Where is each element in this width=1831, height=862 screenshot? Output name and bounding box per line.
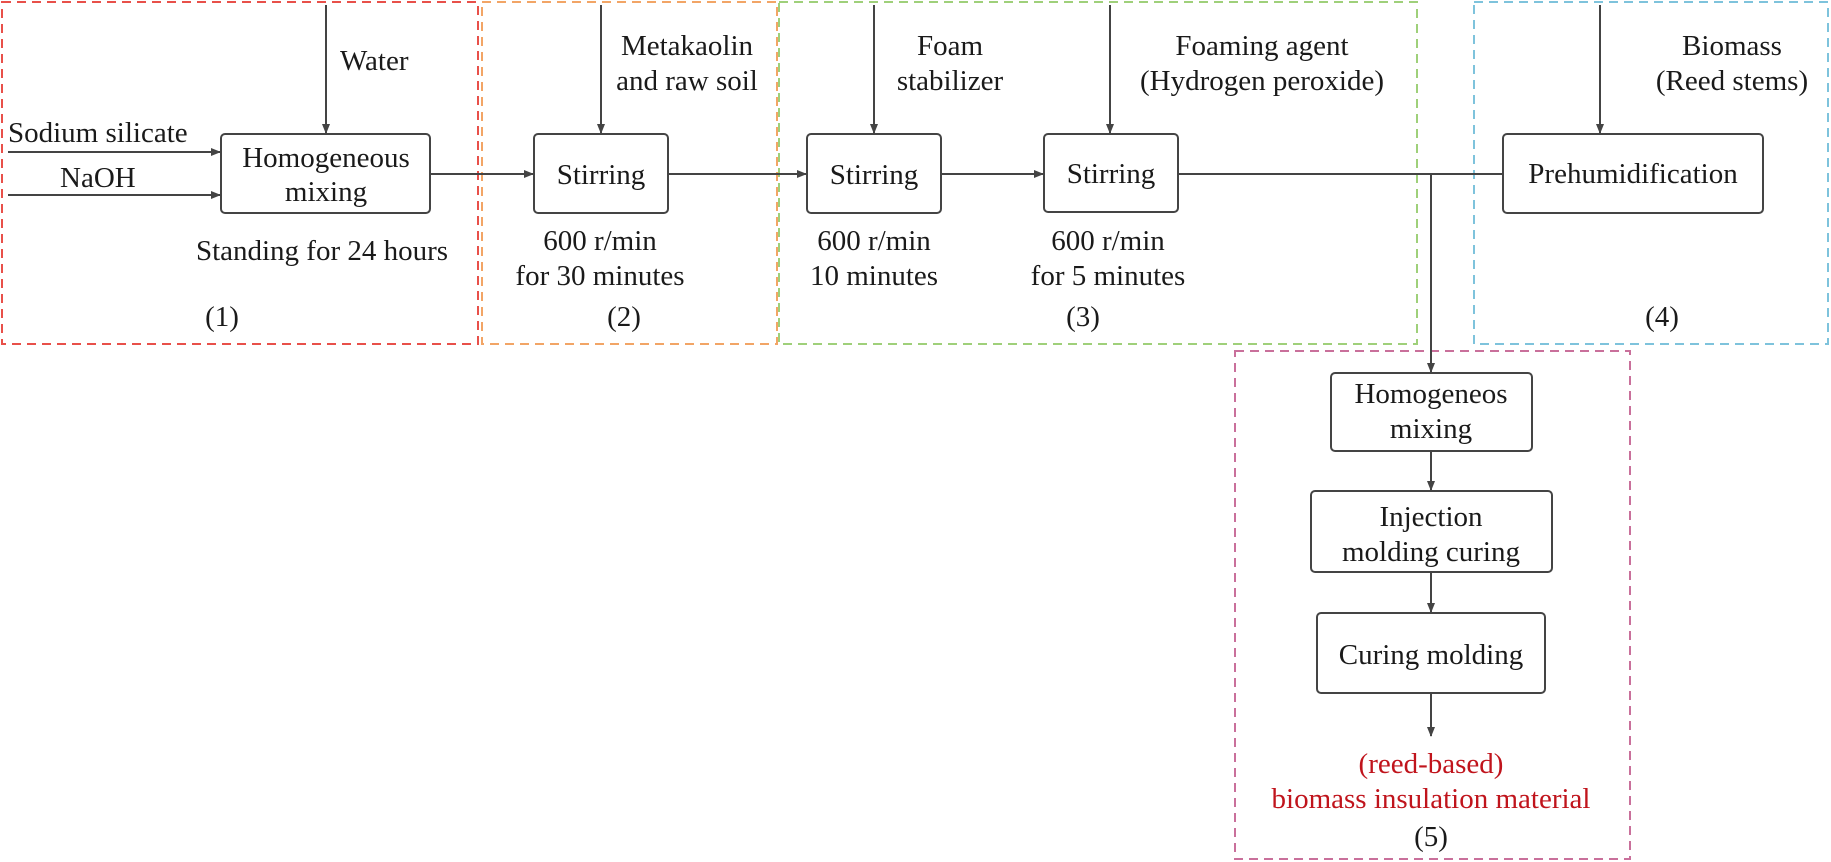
stirring-label-c: Stirring xyxy=(1067,158,1156,190)
condition-standing: Standing for 24 hours xyxy=(196,235,448,267)
homogeneos-mixing-box xyxy=(1330,372,1533,452)
injection-molding-box xyxy=(1310,490,1553,573)
prehumidification-box xyxy=(1502,133,1764,214)
input-water: Water xyxy=(340,45,409,77)
step-4-label: (4) xyxy=(1645,301,1679,333)
condition-stir-a-line2: for 30 minutes xyxy=(515,260,684,292)
curing-molding-box xyxy=(1316,612,1546,694)
curing-molding-label: Curing molding xyxy=(1339,639,1523,671)
homogeneous-mixing-label-line1: Homogeneous xyxy=(242,142,410,174)
step-1-label: (1) xyxy=(205,301,239,333)
injection-molding-label-line2: molding curing xyxy=(1342,536,1520,568)
input-foam-stabilizer-line2: stabilizer xyxy=(897,65,1004,97)
injection-molding-label-line1: Injection xyxy=(1379,501,1483,533)
prehumidification-label: Prehumidification xyxy=(1528,158,1738,190)
homogeneos-mixing-label-line2: mixing xyxy=(1390,413,1472,445)
homogeneos-mixing-label-line1: Homogeneos xyxy=(1354,378,1507,410)
condition-stir-c-line2: for 5 minutes xyxy=(1031,260,1186,292)
step-2-label: (2) xyxy=(607,301,641,333)
condition-stir-b-line1: 600 r/min xyxy=(817,225,931,257)
input-metakaolin-line2: and raw soil xyxy=(616,65,758,97)
step-5-label: (5) xyxy=(1414,821,1448,853)
input-foam-stabilizer-line1: Foam xyxy=(917,30,984,62)
stirring-box-b xyxy=(806,133,942,214)
stirring-box-c xyxy=(1043,133,1179,213)
product-label-line1: (reed-based) xyxy=(1359,748,1504,780)
condition-stir-a-line1: 600 r/min xyxy=(543,225,657,257)
input-foaming-agent-line1: Foaming agent xyxy=(1175,30,1348,62)
input-biomass-line1: Biomass xyxy=(1682,30,1782,62)
input-naoh: NaOH xyxy=(60,162,136,194)
input-sodium-silicate: Sodium silicate xyxy=(8,117,188,149)
condition-stir-c-line1: 600 r/min xyxy=(1051,225,1165,257)
stirring-label-b: Stirring xyxy=(830,159,919,191)
stirring-label-a: Stirring xyxy=(557,159,646,191)
input-metakaolin-line1: Metakaolin xyxy=(621,30,754,62)
input-foaming-agent-line2: (Hydrogen peroxide) xyxy=(1140,65,1384,97)
step-3-label: (3) xyxy=(1066,301,1100,333)
stirring-box-a xyxy=(533,133,669,214)
group-5-outline xyxy=(1234,350,1631,860)
condition-stir-b-line2: 10 minutes xyxy=(810,260,938,292)
homogeneous-mixing-box xyxy=(220,133,431,214)
product-label-line2: biomass insulation material xyxy=(1272,783,1591,815)
input-biomass-line2: (Reed stems) xyxy=(1656,65,1808,97)
homogeneous-mixing-label-line2: mixing xyxy=(285,176,367,208)
